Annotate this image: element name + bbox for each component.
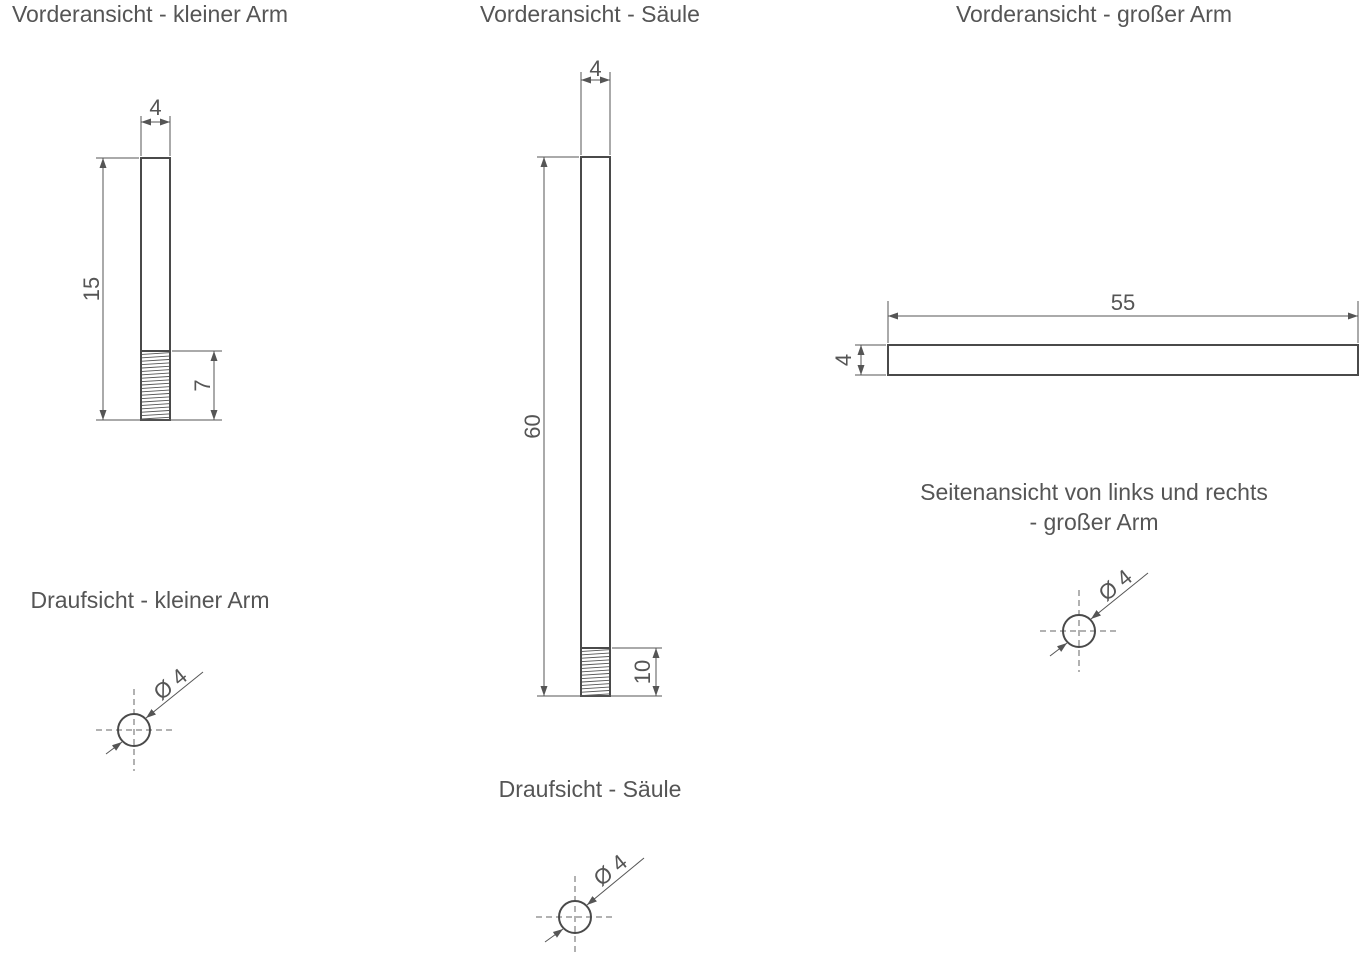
column-top-view: Ø 4	[536, 849, 645, 956]
title-top-column: Draufsicht - Säule	[499, 776, 682, 802]
thread-line	[581, 656, 610, 659]
thread-line	[141, 382, 170, 386]
thread-line	[141, 386, 170, 389]
thread-line	[141, 372, 170, 376]
column-diameter-label: Ø 4	[589, 849, 632, 891]
thread-line	[141, 359, 170, 362]
small-arm-width-label: 4	[149, 95, 161, 120]
title-side-large-arm-line2: - großer Arm	[1029, 509, 1158, 535]
thread-line	[141, 365, 170, 369]
thread-line	[581, 679, 610, 683]
thread-line	[141, 355, 170, 359]
small-arm-thread-label: 7	[190, 379, 215, 391]
small-arm-length-label: 15	[79, 277, 104, 301]
thread-line	[141, 379, 170, 383]
thread-line	[141, 403, 170, 406]
thread-line	[141, 416, 170, 420]
column-front-view: 4 60 10	[520, 56, 662, 697]
large-arm-side-view: Ø 4	[1040, 564, 1149, 672]
thread-line	[141, 393, 170, 396]
small-arm-front-view: 4 15 7	[79, 95, 222, 421]
thread-line	[141, 413, 170, 417]
large-arm-body	[887, 344, 1359, 376]
thread-line	[141, 362, 170, 366]
thread-line	[141, 399, 170, 403]
small-arm-section-circle	[117, 713, 151, 747]
large-arm-diameter-label: Ø 4	[1094, 564, 1137, 606]
column-thread-label: 10	[630, 660, 655, 684]
thread-line	[141, 406, 170, 410]
thread-line	[581, 649, 610, 652]
thread-line	[141, 376, 170, 379]
small-arm-thread	[141, 352, 170, 420]
thread-line	[581, 652, 610, 656]
thread-line	[581, 666, 610, 669]
column-length-label: 60	[520, 414, 545, 438]
thread-line	[141, 410, 170, 413]
small-arm-top-view: Ø 4	[96, 663, 204, 771]
title-front-column: Vorderansicht - Säule	[480, 1, 700, 27]
thread-line	[141, 396, 170, 400]
title-side-large-arm-line1: Seitenansicht von links und rechts	[920, 479, 1268, 505]
large-arm-front-view: 55 4	[831, 290, 1359, 376]
column-width-label: 4	[589, 56, 601, 81]
title-top-small-arm: Draufsicht - kleiner Arm	[30, 587, 269, 613]
thread-line	[581, 673, 610, 676]
thread-line	[141, 352, 170, 355]
column-thread	[581, 649, 610, 697]
thread-line	[141, 369, 170, 372]
column-body	[580, 156, 611, 697]
thread-line	[141, 389, 170, 393]
thread-line	[581, 683, 610, 686]
small-arm-diameter-label: Ø 4	[149, 663, 192, 705]
thread-line	[581, 686, 610, 690]
thread-line	[581, 693, 610, 697]
thread-line	[581, 690, 610, 693]
thread-line	[581, 669, 610, 673]
thread-line	[581, 662, 610, 666]
thread-line	[581, 676, 610, 680]
large-arm-section-circle	[1062, 614, 1096, 648]
title-front-large-arm: Vorderansicht - großer Arm	[956, 1, 1232, 27]
large-arm-length-label: 55	[1111, 290, 1135, 315]
thread-line	[581, 659, 610, 663]
large-arm-height-label: 4	[831, 354, 856, 366]
column-section-circle	[558, 900, 592, 934]
title-front-small-arm: Vorderansicht - kleiner Arm	[12, 1, 288, 27]
